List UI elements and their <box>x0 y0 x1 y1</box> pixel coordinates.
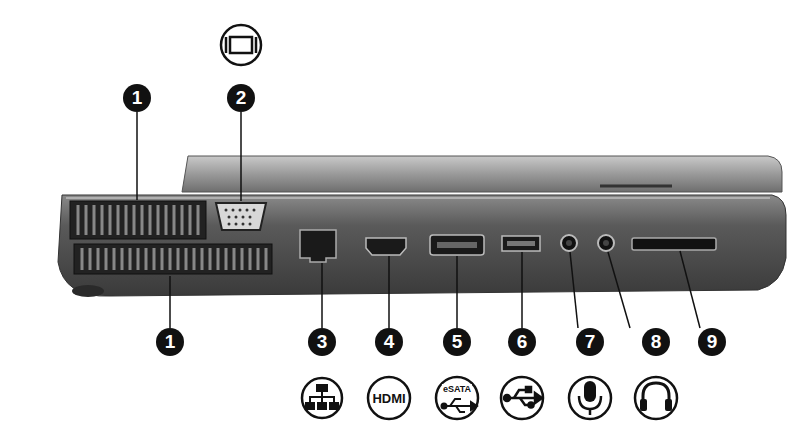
callout-number: 9 <box>698 328 726 356</box>
callout-number: 5 <box>443 328 471 356</box>
callout-number: 4 <box>375 328 403 356</box>
icon-text: eSATA <box>442 384 472 394</box>
icon-text: HDMI <box>371 391 406 406</box>
callout-number: 1 <box>123 84 151 112</box>
callout-number: 6 <box>508 328 536 356</box>
callout-number: 3 <box>308 328 336 356</box>
callout-number: 7 <box>576 328 604 356</box>
callout-number: 8 <box>642 328 670 356</box>
callout-number: 2 <box>227 84 255 112</box>
callout-number: 1 <box>156 328 184 356</box>
